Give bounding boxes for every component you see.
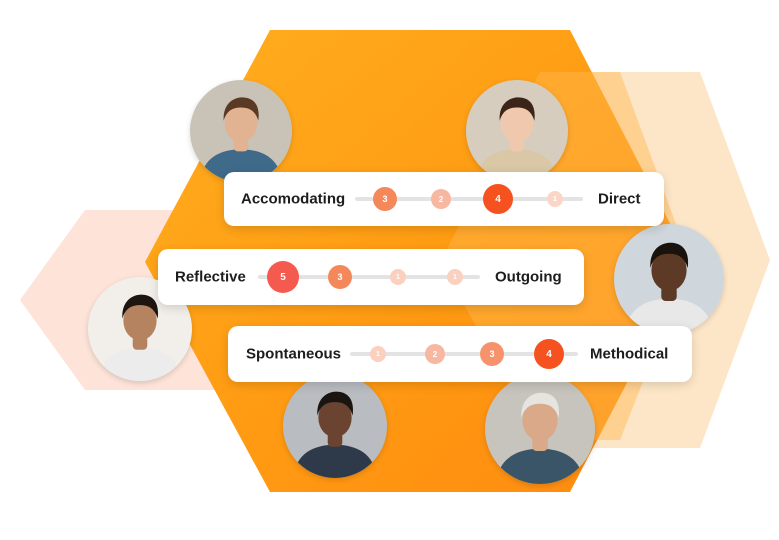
scale-track [355, 197, 583, 201]
scale-card-reflective-outgoing: Reflective 5 3 1 1 Outgoing [158, 249, 584, 305]
right-label: Outgoing [495, 268, 562, 286]
scale-track [350, 352, 578, 356]
scale-dot: 2 [431, 189, 451, 209]
scale-dot: 5 [267, 261, 299, 293]
scale-dot: 3 [328, 265, 352, 289]
scale-dot: 1 [370, 346, 386, 362]
left-label: Spontaneous [246, 345, 342, 363]
scale-dot: 4 [483, 184, 513, 214]
left-label: Accomodating [241, 190, 346, 208]
scale-card-accomodating-direct: Accomodating 3 2 4 1 Direct [224, 172, 664, 226]
scale-card-spontaneous-methodical: Spontaneous 1 2 3 4 Methodical [228, 326, 692, 382]
avatar-man-smiling [614, 224, 724, 334]
scale-dot: 1 [390, 269, 406, 285]
scale-dot: 1 [547, 191, 563, 207]
right-label: Direct [598, 190, 641, 208]
scale-dot: 3 [373, 187, 397, 211]
avatar-man-glasses-beard [283, 374, 387, 478]
scale-dot: 3 [480, 342, 504, 366]
scale-dot: 2 [425, 344, 445, 364]
scale-track [258, 275, 480, 279]
scale-dot: 4 [534, 339, 564, 369]
avatar-older-man [485, 374, 595, 484]
scale-dot: 1 [447, 269, 463, 285]
left-label: Reflective [175, 268, 246, 286]
avatar-man-plaid-shirt [190, 80, 292, 182]
right-label: Methodical [590, 345, 669, 363]
avatar-woman-glasses [466, 80, 568, 182]
